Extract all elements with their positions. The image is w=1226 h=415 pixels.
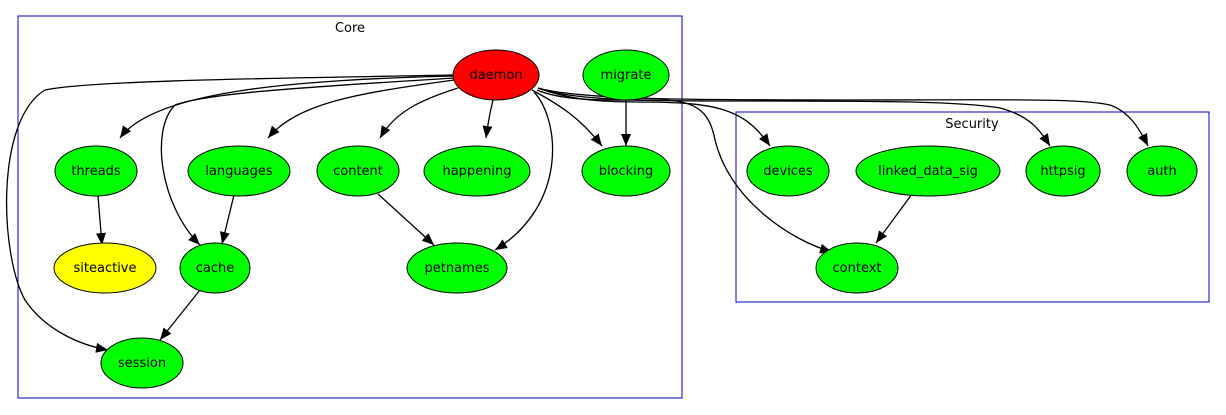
node-daemon[interactable]: daemon bbox=[452, 49, 540, 101]
node-httpsig[interactable]: httpsig bbox=[1025, 145, 1101, 197]
edge-cache-session bbox=[159, 289, 201, 341]
edge-daemon-cache bbox=[160, 77, 455, 246]
cluster-security: Security bbox=[735, 111, 1210, 303]
edge-daemon-devices bbox=[537, 87, 771, 147]
node-blocking[interactable]: blocking bbox=[581, 145, 671, 197]
edge-daemon-blocking bbox=[531, 89, 603, 147]
node-siteactive[interactable]: siteactive bbox=[53, 242, 157, 294]
node-context-label: context bbox=[833, 261, 882, 276]
node-auth-label: auth bbox=[1147, 164, 1177, 179]
node-session-label: session bbox=[118, 356, 166, 371]
node-content-label: content bbox=[333, 164, 383, 179]
node-happening-label: happening bbox=[442, 164, 511, 179]
node-linked_data_sig[interactable]: linked_data_sig bbox=[855, 145, 1001, 197]
edge-daemon-content bbox=[379, 87, 459, 139]
edge-daemon-languages bbox=[267, 79, 455, 139]
node-devices[interactable]: devices bbox=[746, 145, 830, 197]
node-migrate[interactable]: migrate bbox=[582, 49, 670, 101]
node-migrate-label: migrate bbox=[601, 68, 652, 83]
edge-linked_data_sig-context bbox=[875, 193, 913, 244]
node-devices-label: devices bbox=[763, 164, 813, 179]
node-petnames[interactable]: petnames bbox=[406, 242, 508, 294]
node-threads[interactable]: threads bbox=[54, 145, 138, 197]
edge-content-petnames bbox=[377, 193, 435, 246]
edge-daemon-petnames bbox=[494, 91, 554, 251]
node-daemon-label: daemon bbox=[469, 68, 522, 83]
cluster-core-label: Core bbox=[335, 21, 365, 36]
node-languages-label: languages bbox=[205, 164, 273, 179]
node-context[interactable]: context bbox=[815, 242, 899, 294]
node-cache-label: cache bbox=[196, 261, 235, 276]
edge-daemon-threads bbox=[119, 75, 454, 139]
edge-threads-siteactive bbox=[96, 195, 107, 246]
node-content[interactable]: content bbox=[316, 145, 400, 197]
node-siteactive-label: siteactive bbox=[74, 261, 137, 276]
node-petnames-label: petnames bbox=[425, 261, 490, 276]
node-httpsig-label: httpsig bbox=[1040, 164, 1085, 179]
cluster-security-label: Security bbox=[945, 117, 999, 132]
edge-daemon-context bbox=[536, 89, 833, 254]
node-blocking-label: blocking bbox=[599, 164, 654, 179]
edge-daemon-session bbox=[5, 74, 454, 353]
cluster-core: Core bbox=[17, 15, 683, 399]
node-auth[interactable]: auth bbox=[1126, 145, 1198, 197]
node-threads-label: threads bbox=[71, 164, 121, 179]
node-linked_data_sig-label: linked_data_sig bbox=[878, 164, 978, 179]
node-session[interactable]: session bbox=[100, 337, 184, 389]
edge-languages-cache bbox=[219, 194, 235, 245]
node-happening[interactable]: happening bbox=[423, 145, 531, 197]
edge-daemon-happening bbox=[482, 99, 494, 139]
node-cache[interactable]: cache bbox=[179, 242, 251, 294]
edge-daemon-httpsig bbox=[537, 87, 1051, 147]
node-languages[interactable]: languages bbox=[187, 145, 291, 197]
